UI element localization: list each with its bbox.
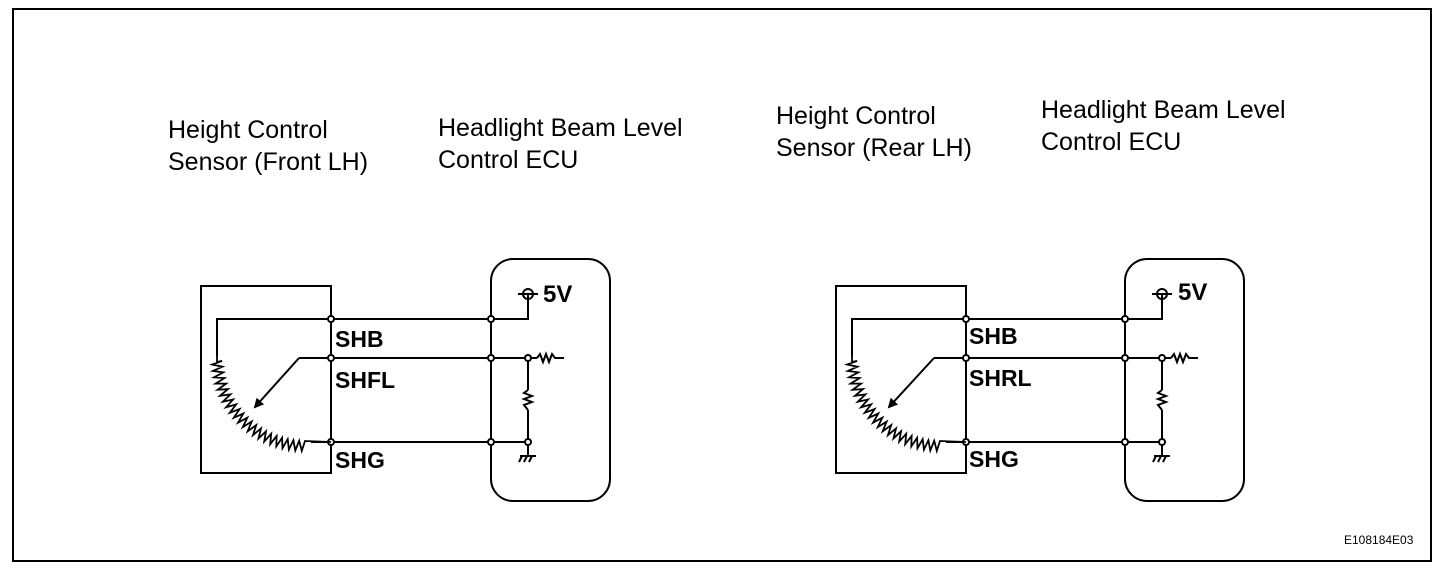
supply-terminal-icon: [1152, 288, 1172, 300]
sensor-label-line2: Sensor (Front LH): [168, 148, 369, 176]
sensor-label-line1: Height Control: [168, 116, 328, 144]
ecu-label-line2: Control ECU: [1041, 128, 1182, 156]
pin-label-shrl: SHRL: [969, 365, 1032, 391]
sensor-resistor-element: [208, 356, 332, 455]
pullup-resistor: [536, 351, 564, 365]
diagram-frame: [12, 8, 1432, 562]
rear-sensor-box: [835, 285, 967, 474]
pin-label-shb: SHB: [335, 326, 384, 352]
pin-label-shfl: SHFL: [335, 367, 396, 393]
ecu-label-line2: Control ECU: [438, 146, 579, 174]
figure-id: E108184E03: [1344, 533, 1414, 547]
sensor-label-line2: Sensor (Rear LH): [776, 134, 972, 162]
right-circuit: [835, 258, 1245, 502]
ground-icon: [518, 455, 536, 463]
supply-voltage-label: 5V: [1178, 279, 1208, 306]
wiper-arm: [887, 357, 935, 409]
junction-dots: [962, 315, 1166, 446]
supply-voltage-label: 5V: [543, 281, 573, 308]
wiper-arm: [253, 357, 300, 409]
ecu-label-line1: Headlight Beam Level: [438, 114, 683, 142]
sensor-resistor-element: [843, 356, 967, 455]
pin-label-shg: SHG: [335, 447, 385, 473]
front-sensor-box: [200, 285, 332, 474]
pulldown-resistor: [1155, 389, 1169, 411]
supply-terminal-icon: [518, 288, 538, 300]
sensor-label-line1: Height Control: [776, 102, 936, 130]
front-ecu-box: [490, 258, 611, 502]
pulldown-resistor: [521, 389, 535, 411]
pin-label-shg: SHG: [969, 446, 1019, 472]
ground-icon: [1152, 455, 1170, 463]
ecu-label-line1: Headlight Beam Level: [1041, 96, 1286, 124]
rear-ecu-box: [1124, 258, 1245, 502]
left-circuit: [200, 258, 611, 502]
pullup-resistor: [1170, 351, 1198, 365]
pin-label-shb: SHB: [969, 323, 1018, 349]
